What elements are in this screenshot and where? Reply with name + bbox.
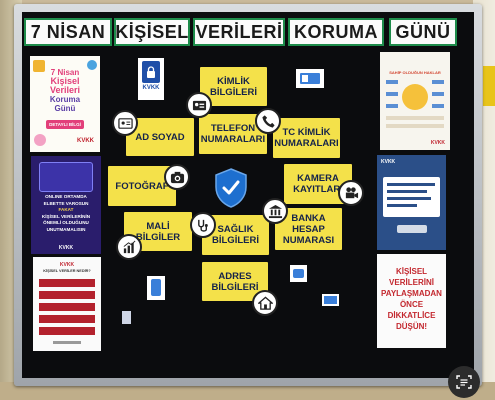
poster-right-top: SAHİP OLDUĞUN HAKLAR KVKK <box>380 52 450 150</box>
sticker-phone <box>147 276 165 300</box>
card-telefon: TELEFON NUMARALARI <box>199 114 267 154</box>
card-ad-soyad-l1: AD SOYAD <box>135 131 185 143</box>
title-word-gunu: GÜNÜ <box>389 18 457 46</box>
poster-lt-line-4: Günü <box>54 104 76 113</box>
card-saglik-l2: BİLGİLERİ <box>212 235 259 246</box>
poster-lm-line-5: UNUTMAMALISIN <box>46 226 86 232</box>
card-tc-kimlik-l2: NUMARALARI <box>274 138 339 149</box>
card-banka-l1: BANKA HESAP <box>291 212 326 235</box>
card-tc-kimlik: TC KİMLİK NUMARALARI <box>273 118 340 158</box>
sticker-people <box>290 265 307 282</box>
poster-lm-logo: KVKK <box>58 245 74 251</box>
card-mali: MALİ BİLGİLER <box>124 212 192 251</box>
id-card-icon <box>117 117 133 129</box>
title-word-koruma: KORUMA <box>288 18 384 46</box>
poster-lt-line-0: 7 Nisan <box>50 68 80 77</box>
card-kamera-l2: KAYITLARI <box>293 184 343 195</box>
bank-icon <box>268 204 282 218</box>
title-word-verileri: VERİLERİ <box>193 18 285 46</box>
camera-icon <box>170 171 184 183</box>
poster-left-middle: ONLINE ORTAMDA ELBETTE VAROSUN FAKAT KİŞ… <box>31 156 101 254</box>
poster-right-middle: KVKK <box>377 155 446 250</box>
poster-rb-line-1: VERİLERİNİ <box>389 278 434 287</box>
scan-text-button[interactable] <box>448 366 480 398</box>
poster-lm-line-4: ÖNEMLİ OLDUĞUNU <box>43 220 89 225</box>
poster-left-top: 7 Nisan Kişisel Verileri Koruma Günü DET… <box>30 56 100 152</box>
card-telefon-l1: TELEFON <box>210 123 256 134</box>
stethoscope-circle <box>190 212 216 238</box>
poster-lm-line-1: ELBETTE VAROSUN <box>43 200 89 206</box>
camera-circle <box>164 164 190 190</box>
poster-rt-logo: KVKK <box>430 140 445 146</box>
poster-rm-logo: KVKK <box>381 159 396 165</box>
card-mali-l1: MALİ <box>146 220 170 232</box>
poster-lt-button: DETAYLI BİLGİ <box>46 120 84 129</box>
card-adres-l1: ADRES <box>218 270 252 282</box>
card-tc-kimlik-l1: TC KİMLİK <box>282 127 331 138</box>
poster-rb-line-3: ÖNCE <box>399 300 424 309</box>
chart-circle <box>116 234 142 260</box>
poster-left-bottom: KVKK KİŞİSEL VERİLER NEDİR? <box>33 257 101 351</box>
kvkk-logo-text: KVKK <box>142 85 160 91</box>
poster-lb-logo: KVKK <box>59 262 75 268</box>
kvkk-logo-card: KVKK <box>138 58 164 100</box>
title-word-7-nisan: 7 NİSAN <box>24 18 112 46</box>
card-mali-l2: BİLGİLER <box>135 231 181 243</box>
lock-icon <box>147 65 155 78</box>
poster-lt-line-3: Koruma <box>49 95 81 104</box>
phone-icon <box>261 114 275 128</box>
poster-lb-heading: KİŞİSEL VERİLER NEDİR? <box>43 269 91 273</box>
card-saglik-l1: SAĞLIK <box>217 224 254 235</box>
poster-lm-line-3: KİŞİSEL VERİLERİNİN <box>41 213 91 219</box>
stethoscope-icon <box>197 219 208 232</box>
card-fotograf-l1: FOTOĞRAF <box>115 180 169 192</box>
poster-right-bottom: KİŞİSEL VERİLERİNİ PAYLAŞMADAN ÖNCE DİKK… <box>377 254 446 348</box>
shield-check-icon <box>215 168 247 208</box>
contact-circle <box>186 92 212 118</box>
video-camera-icon <box>345 186 358 198</box>
card-kimlik: KİMLİK BİLGİLERİ <box>200 67 267 106</box>
card-kimlik-l2: BİLGİLERİ <box>210 86 257 98</box>
floor <box>0 382 495 400</box>
poster-rt-heading: SAHİP OLDUĞUN HAKLAR <box>389 70 441 75</box>
poster-rb-line-4: DİKKATLİCE <box>387 311 436 320</box>
home-circle <box>252 290 278 316</box>
card-adres-l2: BİLGİLERİ <box>211 281 259 293</box>
poster-lm-line-0: ONLINE ORTAMDA <box>45 194 87 199</box>
id-card-circle <box>112 110 138 136</box>
card-ad-soyad: AD SOYAD <box>126 118 194 156</box>
home-icon <box>257 296 273 310</box>
video-camera-circle <box>338 180 364 206</box>
poster-lt-logo: KVKK <box>76 138 94 144</box>
poster-rb-line-5: DÜŞÜN! <box>395 322 428 331</box>
card-banka-l2: NUMARASI <box>282 234 335 246</box>
card-kamera-l1: KAMERA <box>297 173 339 184</box>
phone-circle <box>255 108 281 134</box>
contact-card-icon <box>192 100 206 110</box>
sticker-small <box>122 311 131 324</box>
poster-lt-line-1: Kişisel <box>50 76 80 86</box>
warning-sign <box>483 66 495 106</box>
poster-lt-line-2: Verileri <box>49 85 81 95</box>
title-word-kisisel: KİŞİSEL <box>114 18 190 46</box>
poster-rb-line-0: KİŞİSEL <box>395 267 428 276</box>
scan-text-icon <box>456 375 472 389</box>
bank-circle <box>262 198 288 224</box>
poster-rb-line-2: PAYLAŞMADAN <box>381 289 442 298</box>
sticker-card-small <box>322 294 339 306</box>
poster-lm-line-2: FAKAT <box>58 207 74 212</box>
finance-chart-icon <box>123 240 135 253</box>
card-telefon-l2: NUMARALARI <box>200 134 266 145</box>
card-kimlik-l1: KİMLİK <box>217 75 250 87</box>
sticker-id-card <box>296 69 324 88</box>
